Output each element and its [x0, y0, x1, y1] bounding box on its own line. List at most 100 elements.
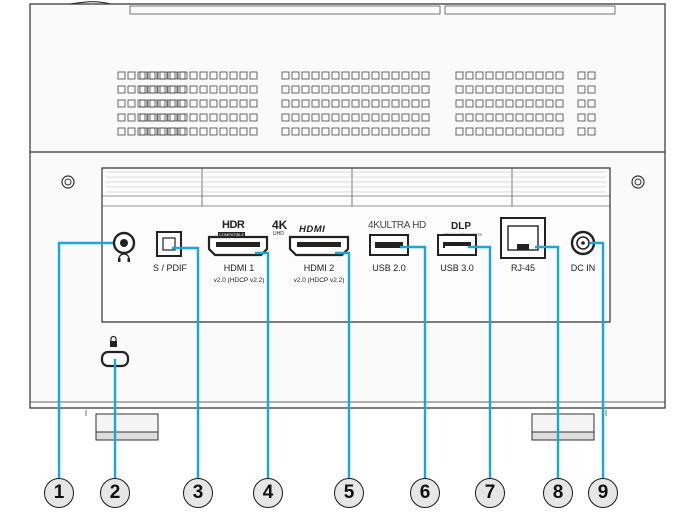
- callout-6: 6: [410, 478, 440, 508]
- vent-hole: [117, 113, 126, 122]
- vent-hole: [421, 71, 430, 80]
- vent-hole: [249, 99, 258, 108]
- vent-hole: [505, 85, 514, 94]
- vent-hole: [577, 113, 586, 122]
- vent-hole: [535, 85, 544, 94]
- vent-hole: [587, 85, 596, 94]
- vent-hole: [485, 113, 494, 122]
- callout-8: 8: [543, 478, 573, 508]
- leader-6: [400, 245, 427, 480]
- vent-hole: [361, 113, 370, 122]
- vent-hole: [301, 99, 310, 108]
- vent-hole: [381, 99, 390, 108]
- vent-hole: [515, 71, 524, 80]
- vent-hole: [545, 71, 554, 80]
- vent-hole: [475, 113, 484, 122]
- foot-right: [531, 413, 595, 441]
- vent-hole: [239, 71, 248, 80]
- vent-hole: [485, 99, 494, 108]
- rj45-port: [500, 217, 546, 259]
- vent-hole: [411, 99, 420, 108]
- vent-hole: [199, 113, 208, 122]
- vent-hole: [127, 127, 136, 136]
- vent-hole: [465, 127, 474, 136]
- vent-hole: [495, 127, 504, 136]
- vent-hole: [159, 99, 168, 108]
- vent-hole: [555, 99, 564, 108]
- vent-hole: [239, 113, 248, 122]
- vent-hole: [515, 99, 524, 108]
- vent-hole: [209, 99, 218, 108]
- vent-hole: [321, 71, 330, 80]
- panel-slots: [106, 168, 606, 206]
- vent-hole: [149, 85, 158, 94]
- vent-hole: [455, 99, 464, 108]
- ventilation-grille: [117, 71, 596, 136]
- callout-2: 2: [100, 478, 130, 508]
- vent-hole: [351, 99, 360, 108]
- vent-hole: [577, 85, 586, 94]
- vent-hole: [465, 85, 474, 94]
- vent-hole: [341, 113, 350, 122]
- vent-hole: [321, 99, 330, 108]
- vent-hole: [351, 71, 360, 80]
- dlp-logo: DLP: [451, 221, 471, 232]
- vent-hole: [391, 71, 400, 80]
- vent-hole: [555, 71, 564, 80]
- vent-hole: [311, 127, 320, 136]
- vent-hole: [361, 71, 370, 80]
- vent-hole: [149, 99, 158, 108]
- vent-hole: [331, 113, 340, 122]
- vent-hole: [229, 127, 238, 136]
- vent-hole: [149, 127, 158, 136]
- vent-hole: [587, 71, 596, 80]
- vent-hole: [229, 71, 238, 80]
- vent-hole: [229, 85, 238, 94]
- vent-hole: [331, 99, 340, 108]
- usb3-port: [437, 234, 477, 256]
- vent-hole: [219, 85, 228, 94]
- vent-hole: [149, 113, 158, 122]
- vent-hole: [455, 85, 464, 94]
- vent-hole: [249, 113, 258, 122]
- vent-hole: [159, 71, 168, 80]
- vent-hole: [127, 71, 136, 80]
- vent-hole: [219, 127, 228, 136]
- vent-hole: [545, 99, 554, 108]
- vent-hole: [391, 127, 400, 136]
- leader-lines: [57, 241, 605, 480]
- vent-hole: [535, 71, 544, 80]
- foot-left: [95, 413, 159, 441]
- vent-hole: [391, 113, 400, 122]
- vent-hole: [351, 85, 360, 94]
- leader-9: [590, 241, 605, 480]
- vent-hole: [371, 71, 380, 80]
- vent-hole: [291, 127, 300, 136]
- vent-hole: [139, 85, 148, 94]
- vent-hole: [515, 127, 524, 136]
- vent-hole: [281, 127, 290, 136]
- vent-hole: [411, 113, 420, 122]
- leader-5: [335, 251, 351, 480]
- callout-3: 3: [183, 478, 213, 508]
- vent-hole: [495, 71, 504, 80]
- vent-hole: [189, 85, 198, 94]
- vent-hole: [117, 127, 126, 136]
- vent-hole: [381, 71, 390, 80]
- vent-hole: [209, 113, 218, 122]
- callout-7: 7: [475, 478, 505, 508]
- vent-hole: [249, 85, 258, 94]
- leader-7: [468, 245, 492, 480]
- vent-hole: [515, 113, 524, 122]
- vent-hole: [361, 127, 370, 136]
- vent-hole: [149, 71, 158, 80]
- vent-hole: [301, 127, 310, 136]
- vent-hole: [361, 99, 370, 108]
- vent-hole: [189, 71, 198, 80]
- vent-hole: [505, 71, 514, 80]
- vent-hole: [341, 127, 350, 136]
- port-label-dcin: DC IN: [570, 263, 596, 273]
- vent-hole: [505, 99, 514, 108]
- vent-hole: [577, 127, 586, 136]
- vent-hole: [455, 127, 464, 136]
